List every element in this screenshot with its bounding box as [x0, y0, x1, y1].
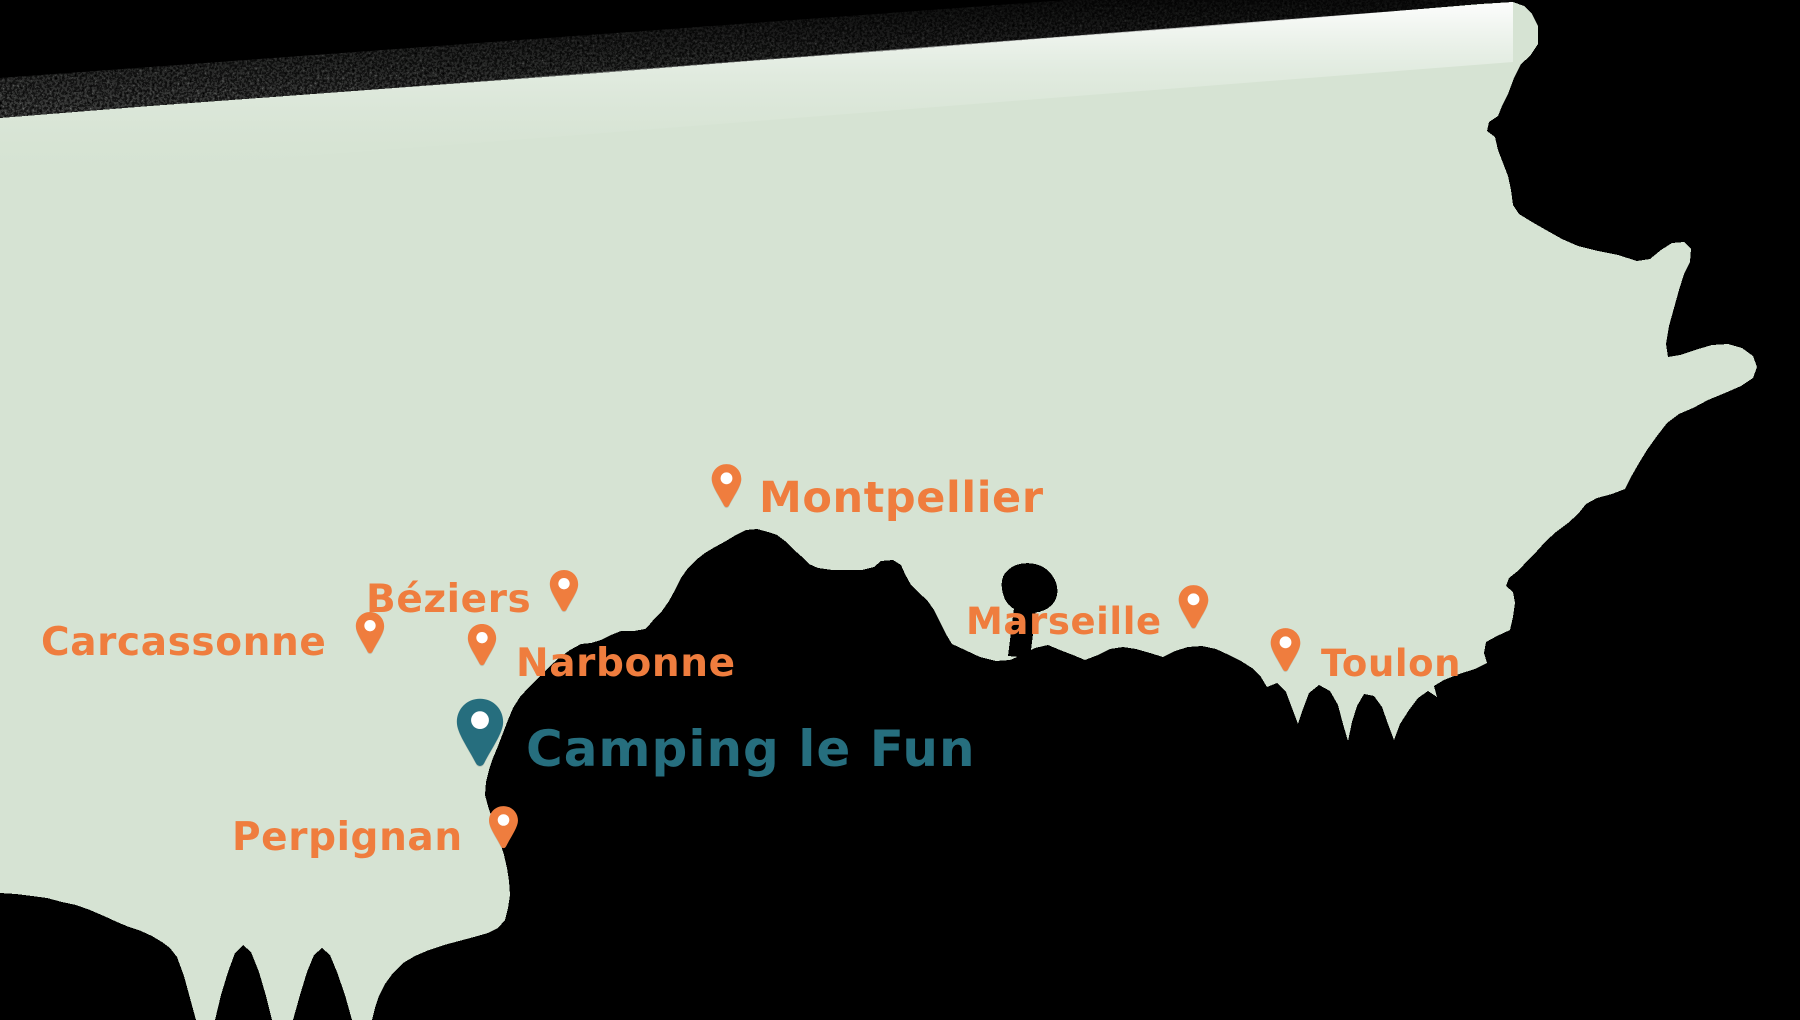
city-label-toulon: Toulon	[1321, 642, 1462, 685]
location-pin-icon	[1270, 628, 1301, 672]
location-pin-icon	[711, 464, 742, 508]
location-pin-icon	[467, 624, 497, 666]
city-label-montpellier: Montpellier	[759, 473, 1044, 523]
marker-carcassonne[interactable]: Carcassonne	[41, 611, 386, 662]
city-label-narbonne: Narbonne	[516, 641, 736, 686]
camping-label: Camping le Fun	[526, 720, 976, 778]
lagoon-shape	[1001, 563, 1058, 613]
top-edge-grain	[0, 0, 1513, 118]
marker-toulon[interactable]: Toulon	[1269, 627, 1461, 682]
location-pin-icon	[550, 570, 579, 612]
lagoon-channel	[1008, 608, 1036, 658]
marker-montpellier[interactable]: Montpellier	[710, 463, 1044, 520]
city-label-carcassonne: Carcassonne	[41, 620, 327, 665]
land-shape	[0, 2, 1757, 1020]
location-pin-icon	[1178, 585, 1208, 629]
marker-beziers[interactable]: Béziers	[366, 569, 580, 619]
location-pin-icon	[488, 806, 518, 849]
location-pin-icon	[456, 698, 504, 766]
city-label-beziers: Béziers	[366, 577, 532, 622]
city-label-perpignan: Perpignan	[232, 815, 463, 860]
marker-perpignan[interactable]: Perpignan	[232, 805, 520, 857]
marker-camping-le-fun[interactable]: Camping le Fun	[454, 697, 976, 774]
top-edge-fade	[0, 2, 1513, 180]
location-pin-icon	[356, 612, 385, 654]
city-label-marseille: Marseille	[966, 600, 1162, 643]
marker-narbonne[interactable]: Narbonne	[466, 623, 736, 683]
marker-marseille[interactable]: Marseille	[966, 584, 1210, 640]
